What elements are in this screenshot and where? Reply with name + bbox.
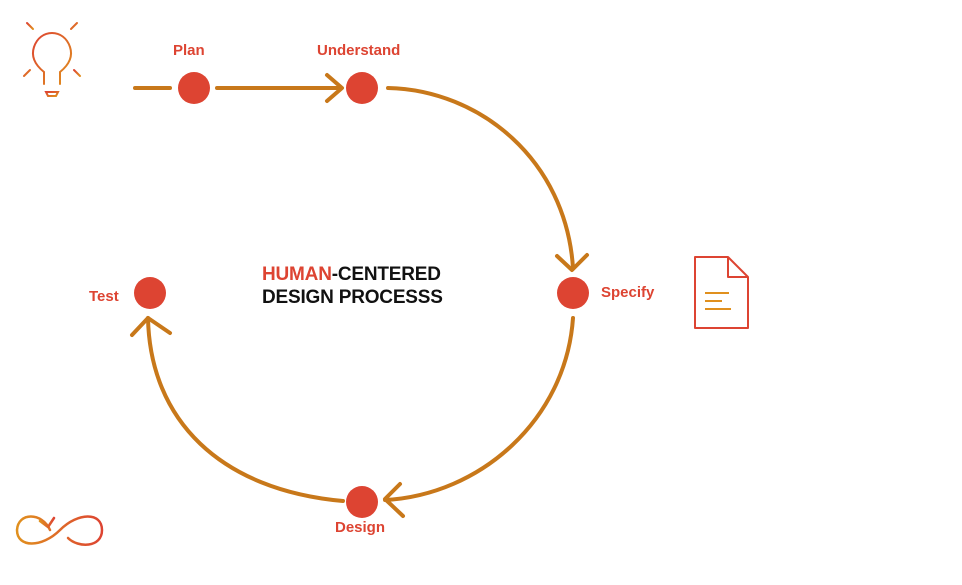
design-node bbox=[346, 486, 378, 518]
test-arrowhead bbox=[130, 316, 172, 337]
lightbulb-icon bbox=[13, 11, 91, 97]
infinity-loop-icon bbox=[15, 515, 104, 546]
design-arrowhead bbox=[383, 482, 405, 518]
understand-to-specify-arc bbox=[386, 86, 575, 270]
understand-node bbox=[346, 72, 378, 104]
test-node bbox=[134, 277, 166, 309]
title-line-2: DESIGN PROCESSS bbox=[262, 287, 443, 308]
plan-label: Plan bbox=[173, 42, 205, 59]
diagram-title: HUMAN-CENTERED DESIGN PROCESSS bbox=[262, 263, 472, 309]
title-rest: -CENTERED bbox=[331, 264, 441, 285]
plan-node bbox=[178, 72, 210, 104]
design-to-test-arc bbox=[146, 316, 345, 503]
specify-arrowhead bbox=[555, 253, 589, 272]
document-icon bbox=[694, 256, 749, 329]
understand-label: Understand bbox=[317, 42, 401, 59]
specify-to-design-arc bbox=[383, 316, 575, 502]
understand-arrowhead bbox=[325, 73, 344, 103]
specify-label: Specify bbox=[601, 284, 655, 301]
test-label: Test bbox=[89, 288, 119, 305]
title-accent: HUMAN bbox=[262, 264, 332, 285]
specify-node bbox=[557, 277, 589, 309]
connectors bbox=[130, 73, 589, 518]
design-label: Design bbox=[335, 519, 386, 536]
title-line-1: HUMAN-CENTERED bbox=[262, 263, 472, 286]
nodes bbox=[134, 72, 589, 518]
